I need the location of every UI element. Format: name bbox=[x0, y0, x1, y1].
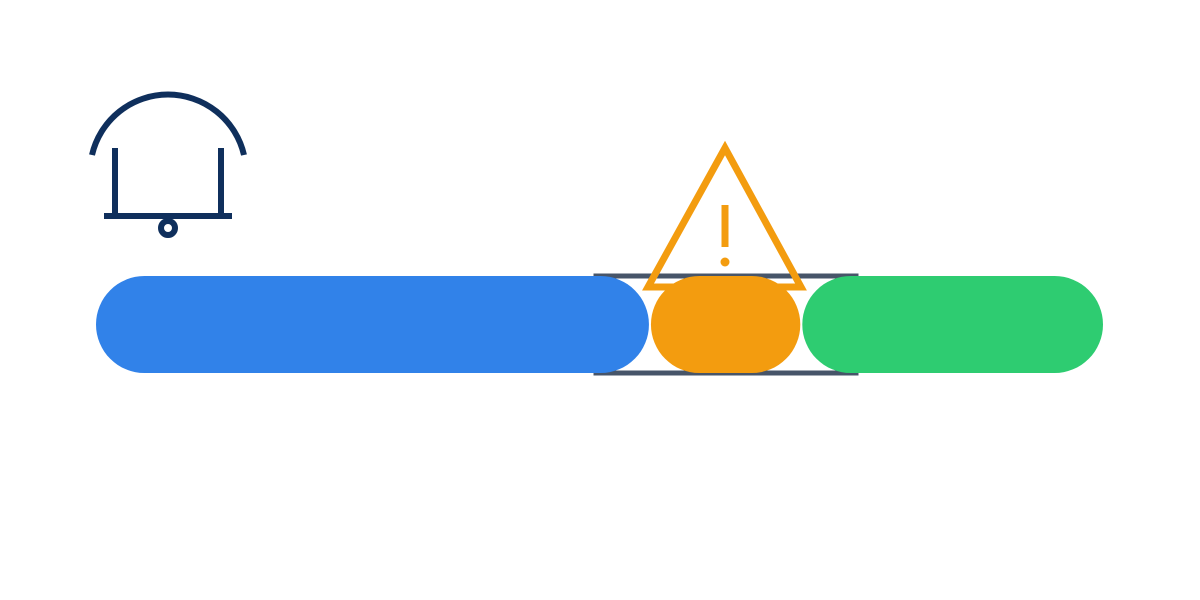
warning-exclamation-dot bbox=[720, 257, 730, 267]
bell-icon bbox=[89, 91, 247, 238]
bell-clapper bbox=[158, 218, 178, 238]
segment-green bbox=[802, 276, 1103, 373]
bar-segments bbox=[96, 276, 1103, 373]
segment-blue bbox=[96, 276, 649, 373]
warning-icon bbox=[642, 140, 807, 291]
warning-triangle bbox=[642, 140, 807, 291]
bell-dome bbox=[89, 91, 247, 156]
segment-orange bbox=[650, 276, 801, 373]
